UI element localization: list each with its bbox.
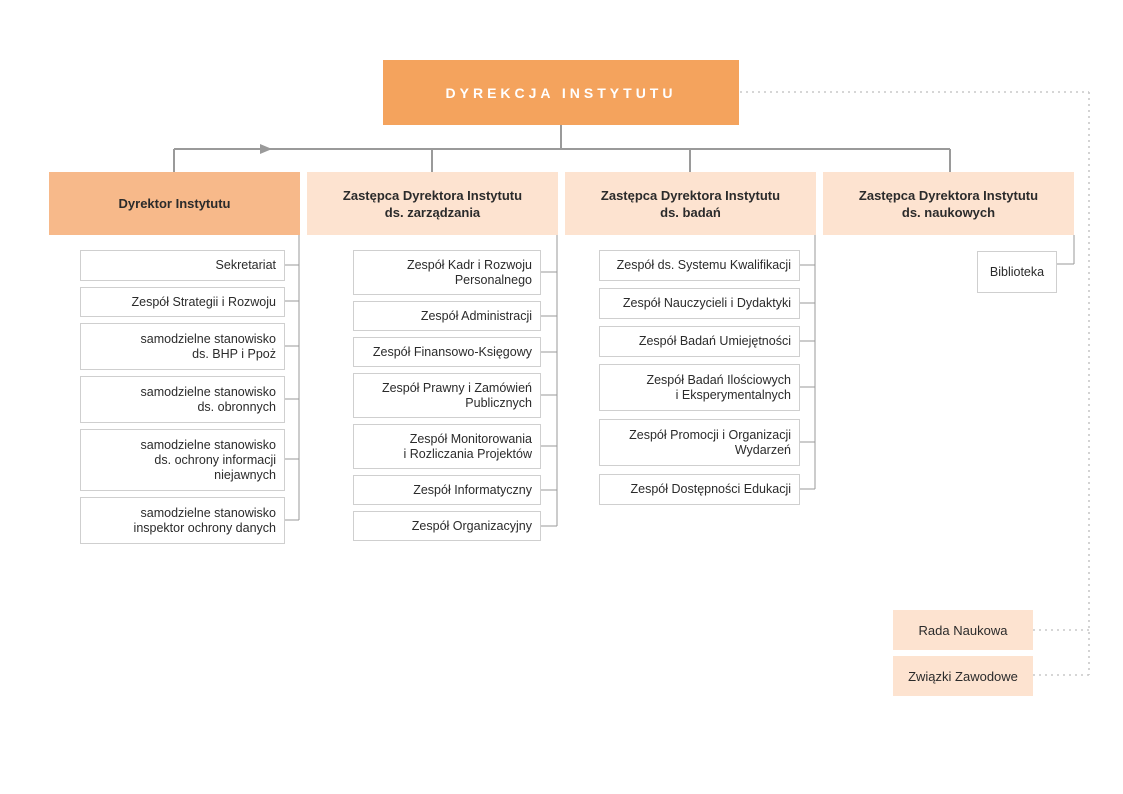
advisory-label: Związki Zawodowe — [908, 668, 1018, 684]
unit-label: samodzielne stanowisko ds. ochrony infor… — [140, 437, 277, 482]
unit-box: Zespół Badań Umiejętności — [599, 326, 800, 357]
unit-label: Zespół Finansowo-Księgowy — [372, 344, 532, 359]
unit-label: Zespół Organizacyjny — [411, 518, 532, 533]
unit-box: Zespół Strategii i Rozwoju — [80, 287, 285, 317]
column-header-deputy-science: Zastępca Dyrektora Instytutu ds. naukowy… — [823, 172, 1074, 235]
unit-box: Zespół Informatyczny — [353, 475, 541, 505]
unit-box: Zespół Dostępności Edukacji — [599, 474, 800, 505]
unit-label: Zespół Badań Umiejętności — [638, 334, 791, 348]
unit-label: Zespół Badań Ilościowych i Eksperymental… — [646, 372, 791, 402]
unit-box: samodzielne stanowisko ds. BHP i Ppoż — [80, 323, 285, 370]
unit-box: Zespół Promocji i Organizacji Wydarzeń — [599, 419, 800, 466]
unit-box: Zespół Monitorowania i Rozliczania Proje… — [353, 424, 541, 469]
unit-label: Zespół Administracji — [420, 308, 532, 323]
unit-box: samodzielne stanowisko ds. obronnych — [80, 376, 285, 423]
unit-box: Zespół ds. Systemu Kwalifikacji — [599, 250, 800, 281]
top-management-box: DYREKCJA INSTYTUTU — [383, 60, 739, 125]
advisory-box-scientific-council: Rada Naukowa — [893, 610, 1033, 650]
unit-label: Zespół ds. Systemu Kwalifikacji — [616, 258, 791, 272]
unit-label: Zespół Monitorowania i Rozliczania Proje… — [403, 431, 532, 461]
unit-box: samodzielne stanowisko inspektor ochrony… — [80, 497, 285, 544]
unit-box: Zespół Organizacyjny — [353, 511, 541, 541]
unit-label: Sekretariat — [215, 258, 276, 272]
advisory-label: Rada Naukowa — [918, 622, 1008, 638]
unit-label: Zespół Dostępności Edukacji — [630, 482, 792, 496]
column-header-label: Zastępca Dyrektora Instytutu ds. zarządz… — [342, 187, 523, 220]
top-management-label: DYREKCJA INSTYTUTU — [445, 84, 677, 101]
column-header-label: Zastępca Dyrektora Instytutu ds. badań — [600, 187, 781, 220]
unit-label: Zespół Promocji i Organizacji Wydarzeń — [629, 427, 791, 457]
unit-label: Zespół Prawny i Zamówień Publicznych — [381, 380, 532, 410]
unit-box: Zespół Badań Ilościowych i Eksperymental… — [599, 364, 800, 411]
unit-box-library: Biblioteka — [977, 251, 1057, 293]
column-header-deputy-management: Zastępca Dyrektora Instytutu ds. zarządz… — [307, 172, 558, 235]
column-header-label: Dyrektor Instytutu — [118, 196, 231, 211]
unit-label: Zespół Nauczycieli i Dydaktyki — [622, 296, 791, 310]
unit-label: samodzielne stanowisko inspektor ochrony… — [133, 505, 276, 535]
unit-label: Zespół Kadr i Rozwoju Personalnego — [406, 257, 532, 287]
column-header-label: Zastępca Dyrektora Instytutu ds. naukowy… — [858, 187, 1039, 220]
unit-label: Zespół Strategii i Rozwoju — [131, 294, 276, 309]
column-header-deputy-research: Zastępca Dyrektora Instytutu ds. badań — [565, 172, 816, 235]
unit-label: Zespół Informatyczny — [413, 482, 532, 497]
advisory-box-trade-unions: Związki Zawodowe — [893, 656, 1033, 696]
column-header-director: Dyrektor Instytutu — [49, 172, 300, 235]
unit-box: Zespół Prawny i Zamówień Publicznych — [353, 373, 541, 418]
unit-box: Sekretariat — [80, 250, 285, 281]
unit-label: Biblioteka — [989, 264, 1045, 279]
unit-label: samodzielne stanowisko ds. BHP i Ppoż — [140, 331, 277, 361]
unit-box: Zespół Finansowo-Księgowy — [353, 337, 541, 367]
unit-box: Zespół Administracji — [353, 301, 541, 331]
unit-box: Zespół Nauczycieli i Dydaktyki — [599, 288, 800, 319]
unit-box: Zespół Kadr i Rozwoju Personalnego — [353, 250, 541, 295]
unit-label: samodzielne stanowisko ds. obronnych — [140, 384, 277, 414]
unit-box: samodzielne stanowisko ds. ochrony infor… — [80, 429, 285, 491]
